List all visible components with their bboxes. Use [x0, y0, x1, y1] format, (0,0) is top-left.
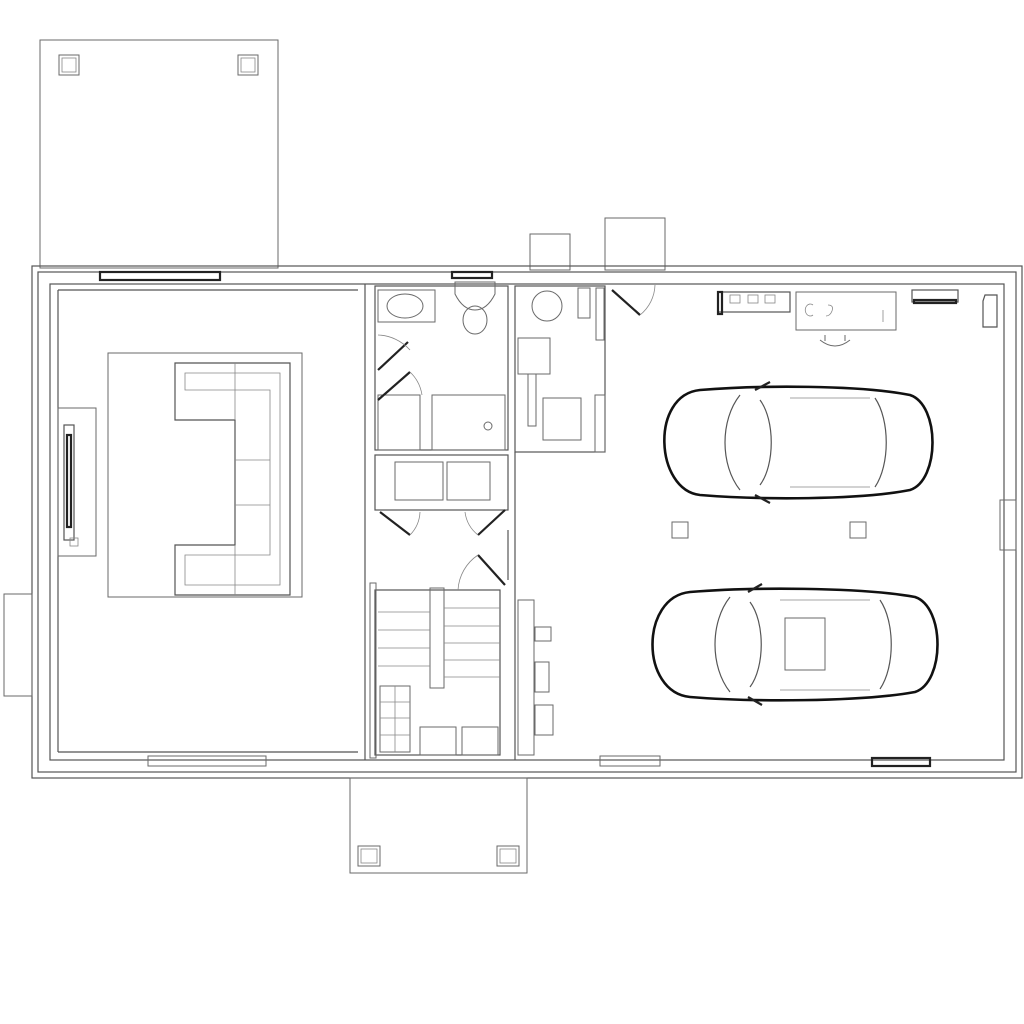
dryer — [542, 397, 582, 441]
bathroom — [374, 281, 509, 451]
garage-column — [671, 521, 689, 539]
sink — [386, 293, 424, 319]
chimney — [529, 217, 666, 271]
laundry — [514, 284, 656, 453]
sink — [531, 290, 563, 322]
rug — [107, 352, 303, 598]
shower — [431, 394, 506, 451]
car — [663, 381, 934, 504]
office-chair — [819, 335, 851, 347]
garage — [651, 289, 998, 706]
garage-column — [849, 521, 867, 539]
car — [651, 583, 939, 706]
living-room — [57, 284, 366, 760]
tv-console — [57, 407, 97, 557]
front-porch — [349, 777, 528, 874]
sectional-sofa — [174, 362, 291, 596]
toilet — [454, 281, 496, 311]
mudroom-bench — [517, 599, 554, 756]
back-porch — [39, 39, 279, 269]
workbench — [716, 290, 897, 347]
washer — [517, 337, 551, 375]
exterior-walls — [3, 265, 1023, 779]
windows — [98, 270, 932, 768]
closet — [374, 454, 509, 536]
stairs — [369, 452, 516, 760]
